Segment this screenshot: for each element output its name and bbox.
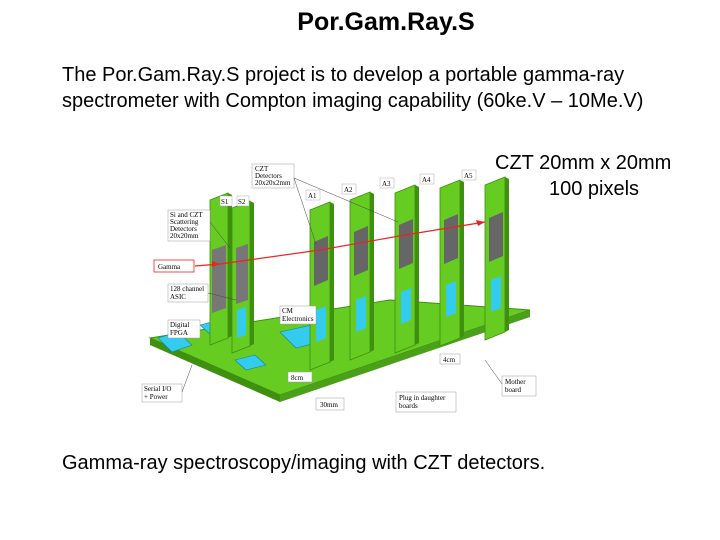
plate-s1 bbox=[209, 192, 232, 346]
svg-text:20x20x2mm: 20x20x2mm bbox=[255, 179, 291, 187]
svg-text:+ Power: + Power bbox=[144, 393, 168, 401]
plate-label-a5: A5 bbox=[464, 172, 473, 180]
svg-text:FPGA: FPGA bbox=[170, 329, 188, 337]
svg-text:20x20mm: 20x20mm bbox=[170, 232, 199, 240]
mother-board-edge bbox=[150, 338, 280, 402]
mother-board-edge-front bbox=[280, 310, 530, 402]
czt-size-text: CZT 20mm x 20mm bbox=[495, 152, 672, 174]
plate-label-a4: A4 bbox=[422, 176, 431, 184]
svg-text:Si and CZT: Si and CZT bbox=[170, 211, 203, 219]
label-digital-fpga: Digital FPGA bbox=[167, 319, 201, 339]
svg-text:CM: CM bbox=[282, 307, 294, 315]
plate-labels: S1 S2 A1 A2 A3 A4 A5 bbox=[219, 169, 477, 207]
gamma-arrowhead bbox=[476, 220, 485, 226]
gamma-ray-path bbox=[194, 221, 486, 267]
svg-text:4cm: 4cm bbox=[443, 356, 456, 364]
svg-text:Detectors: Detectors bbox=[170, 225, 197, 233]
plate-a2 bbox=[349, 191, 374, 361]
svg-text:30mm: 30mm bbox=[320, 401, 338, 409]
plate-label-a2: A2 bbox=[344, 186, 353, 194]
svg-text:Plug in daughter: Plug in daughter bbox=[399, 394, 446, 402]
plate-label-a1: A1 bbox=[308, 192, 317, 200]
svg-text:board: board bbox=[505, 386, 521, 394]
plate-a4 bbox=[439, 179, 464, 347]
svg-text:boards: boards bbox=[399, 402, 418, 410]
label-serial-io: Serial I/O + Power bbox=[141, 364, 193, 403]
footer-caption: Gamma-ray spectroscopy/imaging with CZT … bbox=[62, 452, 546, 474]
base-chip bbox=[234, 354, 267, 371]
slide-title: Por.Gam.Ray.S bbox=[297, 8, 475, 36]
label-si-detectors: Si and CZT Scattering Detectors 20x20mm bbox=[167, 209, 231, 249]
label-asic: 128 channel ASIC bbox=[167, 283, 237, 303]
svg-text:Mother: Mother bbox=[505, 378, 526, 386]
svg-text:128 channel: 128 channel bbox=[170, 285, 204, 293]
label-dim-4cm: 4cm bbox=[439, 353, 461, 365]
plate-s2 bbox=[231, 200, 254, 354]
label-dim-8cm: 8cm bbox=[287, 371, 313, 383]
label-gamma: Gamma bbox=[153, 259, 195, 273]
spectrometer-diagram: CZT Detectors 20x20x2mm Si and CZT Scatt… bbox=[141, 163, 537, 413]
svg-text:Gamma: Gamma bbox=[158, 263, 181, 271]
svg-text:Serial I/O: Serial I/O bbox=[144, 385, 171, 393]
plate-label-s1: S1 bbox=[221, 198, 229, 206]
plate-a5 bbox=[484, 176, 509, 341]
czt-pixels-text: 100 pixels bbox=[549, 178, 640, 200]
label-czt-detectors: CZT Detectors 20x20x2mm bbox=[251, 163, 399, 245]
svg-text:8cm: 8cm bbox=[291, 374, 304, 382]
plate-a3 bbox=[394, 184, 419, 354]
gamma-arrowhead bbox=[212, 261, 220, 267]
label-plug-daughter: Plug in daughter boards bbox=[395, 391, 457, 413]
plate-label-a3: A3 bbox=[382, 180, 391, 188]
plate-a1 bbox=[309, 201, 334, 371]
czt-spec: CZT 20mm x 20mm 100 pixels bbox=[495, 150, 715, 202]
svg-text:ASIC: ASIC bbox=[170, 293, 186, 301]
svg-text:Digital: Digital bbox=[170, 321, 189, 329]
svg-text:CZT: CZT bbox=[255, 165, 269, 173]
intro-paragraph: The Por.Gam.Ray.S project is to develop … bbox=[62, 64, 644, 112]
label-cm-electronics: CM Electronics bbox=[279, 305, 317, 325]
svg-text:Detectors: Detectors bbox=[255, 172, 282, 180]
svg-text:Electronics: Electronics bbox=[282, 315, 314, 323]
label-dim-30mm: 30mm bbox=[315, 397, 345, 411]
svg-text:Scattering: Scattering bbox=[170, 218, 199, 226]
label-mother-board: Mother board bbox=[484, 359, 537, 397]
plate-label-s2: S2 bbox=[238, 198, 246, 206]
